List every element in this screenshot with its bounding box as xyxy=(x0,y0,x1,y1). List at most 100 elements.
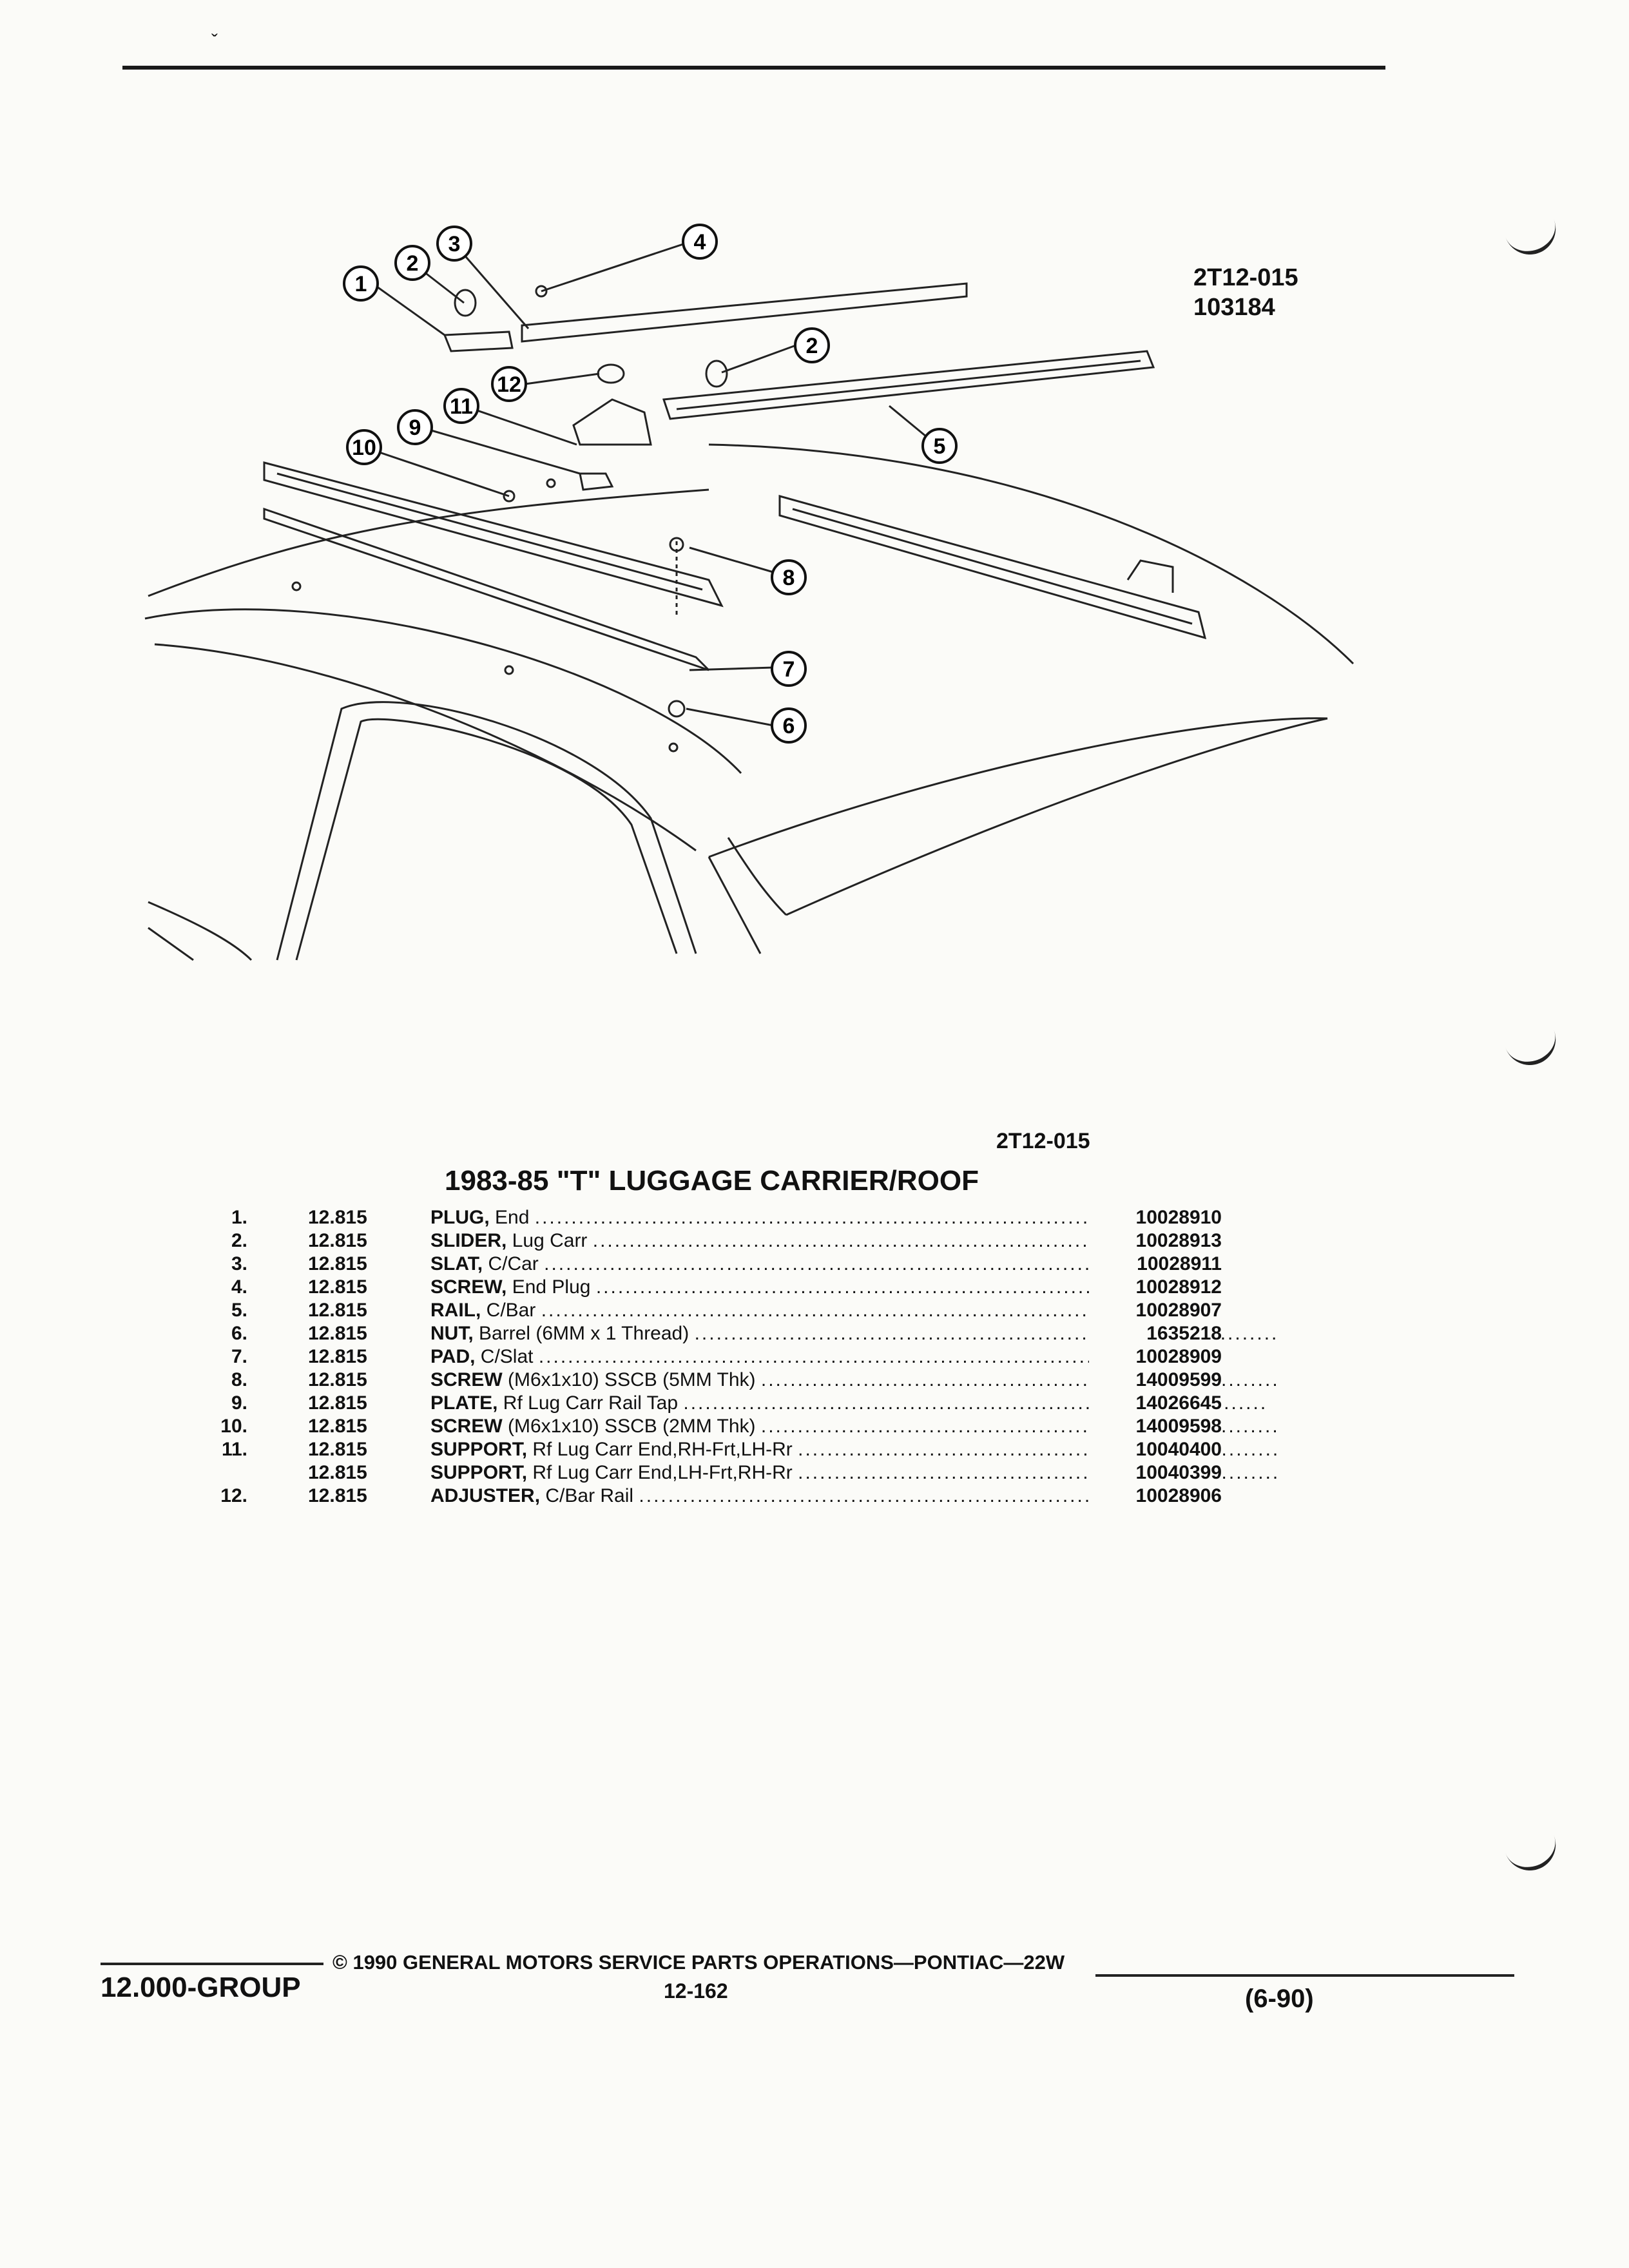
part-name: SCREW xyxy=(430,1416,503,1437)
part-number: 10028913 xyxy=(1089,1229,1222,1253)
callout-2b: 2 xyxy=(794,327,830,363)
callout-8: 8 xyxy=(771,559,807,595)
group-number: 12.815 xyxy=(308,1300,367,1321)
part-detail: C/Car xyxy=(488,1253,539,1274)
part-description: SLIDER, Lug Carr .......................… xyxy=(430,1229,1281,1253)
group-number: 12.815 xyxy=(308,1462,367,1483)
part-number: 10028912 xyxy=(1089,1276,1222,1299)
item-number: 2. xyxy=(231,1230,247,1251)
dot-leader: ........................................… xyxy=(595,1276,1181,1298)
part-name: SUPPORT, xyxy=(430,1439,528,1460)
table-title: 1983-85 "T" LUGGAGE CARRIER/ROOF xyxy=(445,1165,979,1196)
group-number: 12.815 xyxy=(308,1276,367,1298)
svg-text:7: 7 xyxy=(783,657,795,682)
part-name: PLUG, xyxy=(430,1207,490,1228)
item-number: 11. xyxy=(221,1439,247,1460)
group-number: 12.815 xyxy=(308,1416,367,1437)
callouts: 1 2 3 4 2 5 12 11 9 10 8 7 6 xyxy=(343,224,958,744)
part-name: RAIL, xyxy=(430,1300,481,1321)
group-number: 12.815 xyxy=(308,1253,367,1274)
part-name: SLAT, xyxy=(430,1253,483,1274)
part-number: 10028907 xyxy=(1089,1299,1222,1322)
top-rule xyxy=(122,66,1385,70)
dot-leader: ........................................… xyxy=(544,1253,1128,1274)
svg-text:9: 9 xyxy=(409,416,421,440)
svg-text:6: 6 xyxy=(783,714,795,738)
part-detail: End xyxy=(495,1207,530,1228)
footer-rule-right xyxy=(1095,1974,1514,1977)
callout-12: 12 xyxy=(491,366,527,402)
group-number: 12.815 xyxy=(308,1207,367,1228)
part-name: NUT, xyxy=(430,1323,474,1344)
parts-list: 1. 12.815 PLUG, End ......................… xyxy=(193,1206,1281,1508)
item-number: 9. xyxy=(231,1392,247,1414)
group-number: 12.815 xyxy=(308,1485,367,1506)
item-number: 5. xyxy=(231,1300,247,1321)
item-number: 10. xyxy=(220,1416,247,1437)
svg-text:10: 10 xyxy=(352,436,376,460)
item-number: 4. xyxy=(231,1276,247,1298)
part-name: ADJUSTER, xyxy=(430,1485,541,1506)
item-number: 6. xyxy=(231,1323,247,1344)
dot-leader: ........................................… xyxy=(534,1207,1119,1228)
group-label: 12.000-GROUP xyxy=(101,1972,301,2003)
part-description: SLAT, C/Car ............................… xyxy=(430,1253,1281,1276)
svg-text:4: 4 xyxy=(694,230,706,255)
callout-2: 2 xyxy=(394,245,430,281)
group-number: 12.815 xyxy=(308,1346,367,1367)
svg-text:5: 5 xyxy=(934,434,946,459)
callout-9: 9 xyxy=(397,409,433,445)
group-number: 12.815 xyxy=(308,1439,367,1460)
part-description: SCREW, End Plug ........................… xyxy=(430,1276,1281,1299)
figure-code: 2T12-015 103184 xyxy=(1193,263,1298,322)
group-number: 12.815 xyxy=(308,1392,367,1414)
binder-mark xyxy=(1504,1832,1563,1878)
group-number: 12.815 xyxy=(308,1369,367,1390)
group-number: 12.815 xyxy=(308,1323,367,1344)
part-description: PAD, C/Slat ............................… xyxy=(430,1345,1281,1369)
figure-code-id: 2T12-015 xyxy=(1193,264,1298,291)
callout-1: 1 xyxy=(343,265,379,302)
dot-leader: ........................................… xyxy=(592,1230,1177,1251)
svg-text:8: 8 xyxy=(783,566,795,590)
svg-text:12: 12 xyxy=(497,372,521,397)
table-row: 2. 12.815 SLIDER, Lug Carr ...............… xyxy=(193,1229,1250,1253)
part-number: 10040399 xyxy=(1089,1461,1222,1485)
callout-3: 3 xyxy=(436,226,472,262)
part-name: SCREW xyxy=(430,1369,503,1390)
callout-5: 5 xyxy=(921,428,958,464)
revision-date: (6-90) xyxy=(1245,1984,1314,2013)
part-number: 10028909 xyxy=(1089,1345,1222,1369)
item-number: 3. xyxy=(231,1253,247,1274)
svg-text:2: 2 xyxy=(407,251,419,276)
part-number: 14009598 xyxy=(1089,1415,1222,1438)
part-name: PAD, xyxy=(430,1346,476,1367)
dot-leader: ........................................… xyxy=(541,1300,1126,1321)
copyright: © 1990 GENERAL MOTORS SERVICE PARTS OPER… xyxy=(333,1951,1065,1974)
dot-leader: ........................................… xyxy=(538,1346,1123,1367)
part-detail: Lug Carr xyxy=(512,1230,588,1251)
callout-11: 11 xyxy=(443,388,479,424)
part-detail: (M6x1x10) SSCB (2MM Thk) xyxy=(508,1416,756,1437)
part-detail: C/Slat xyxy=(480,1346,534,1367)
part-number: 10040400 xyxy=(1089,1438,1222,1461)
table-row: 1. 12.815 PLUG, End ......................… xyxy=(193,1206,1250,1229)
part-name: SUPPORT, xyxy=(430,1462,528,1483)
part-number: 1635218 xyxy=(1089,1322,1222,1345)
scan-mark: ˇ xyxy=(211,31,218,52)
group-number: 12.815 xyxy=(308,1230,367,1251)
binder-mark xyxy=(1504,1026,1563,1073)
item-number: 1. xyxy=(231,1207,247,1228)
part-detail: End Plug xyxy=(512,1276,591,1298)
callout-6: 6 xyxy=(771,707,807,744)
part-name: SLIDER, xyxy=(430,1230,507,1251)
footer-rule-left xyxy=(101,1963,323,1965)
